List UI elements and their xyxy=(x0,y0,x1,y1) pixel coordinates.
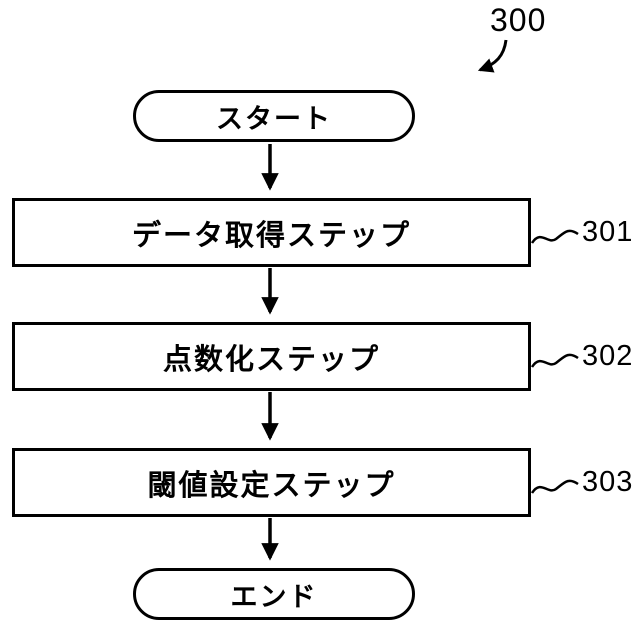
ref-numeral-303: 303 xyxy=(582,466,634,498)
end-terminal: エンド xyxy=(133,568,415,620)
process-box-threshold-setting: 閾値設定ステップ xyxy=(12,448,531,517)
ref-numeral-301: 301 xyxy=(582,216,634,248)
process-box-data-acquisition: データ取得ステップ xyxy=(12,198,531,267)
tilde-connector-302 xyxy=(530,353,579,368)
end-terminal-label: エンド xyxy=(230,581,318,612)
start-terminal-label: スタート xyxy=(216,103,332,134)
process-box-label: 閾値設定ステップ xyxy=(147,469,396,502)
figure-number: 300 xyxy=(490,2,547,38)
process-box-scoring: 点数化ステップ xyxy=(12,322,531,391)
process-box-label: 点数化ステップ xyxy=(162,343,380,376)
figure-pointer-arrow xyxy=(477,39,508,73)
tilde-connector-301 xyxy=(530,229,579,244)
ref-numeral-302: 302 xyxy=(582,340,634,372)
start-terminal: スタート xyxy=(133,90,415,142)
process-box-label: データ取得ステップ xyxy=(131,219,411,252)
tilde-connector-303 xyxy=(530,479,579,494)
